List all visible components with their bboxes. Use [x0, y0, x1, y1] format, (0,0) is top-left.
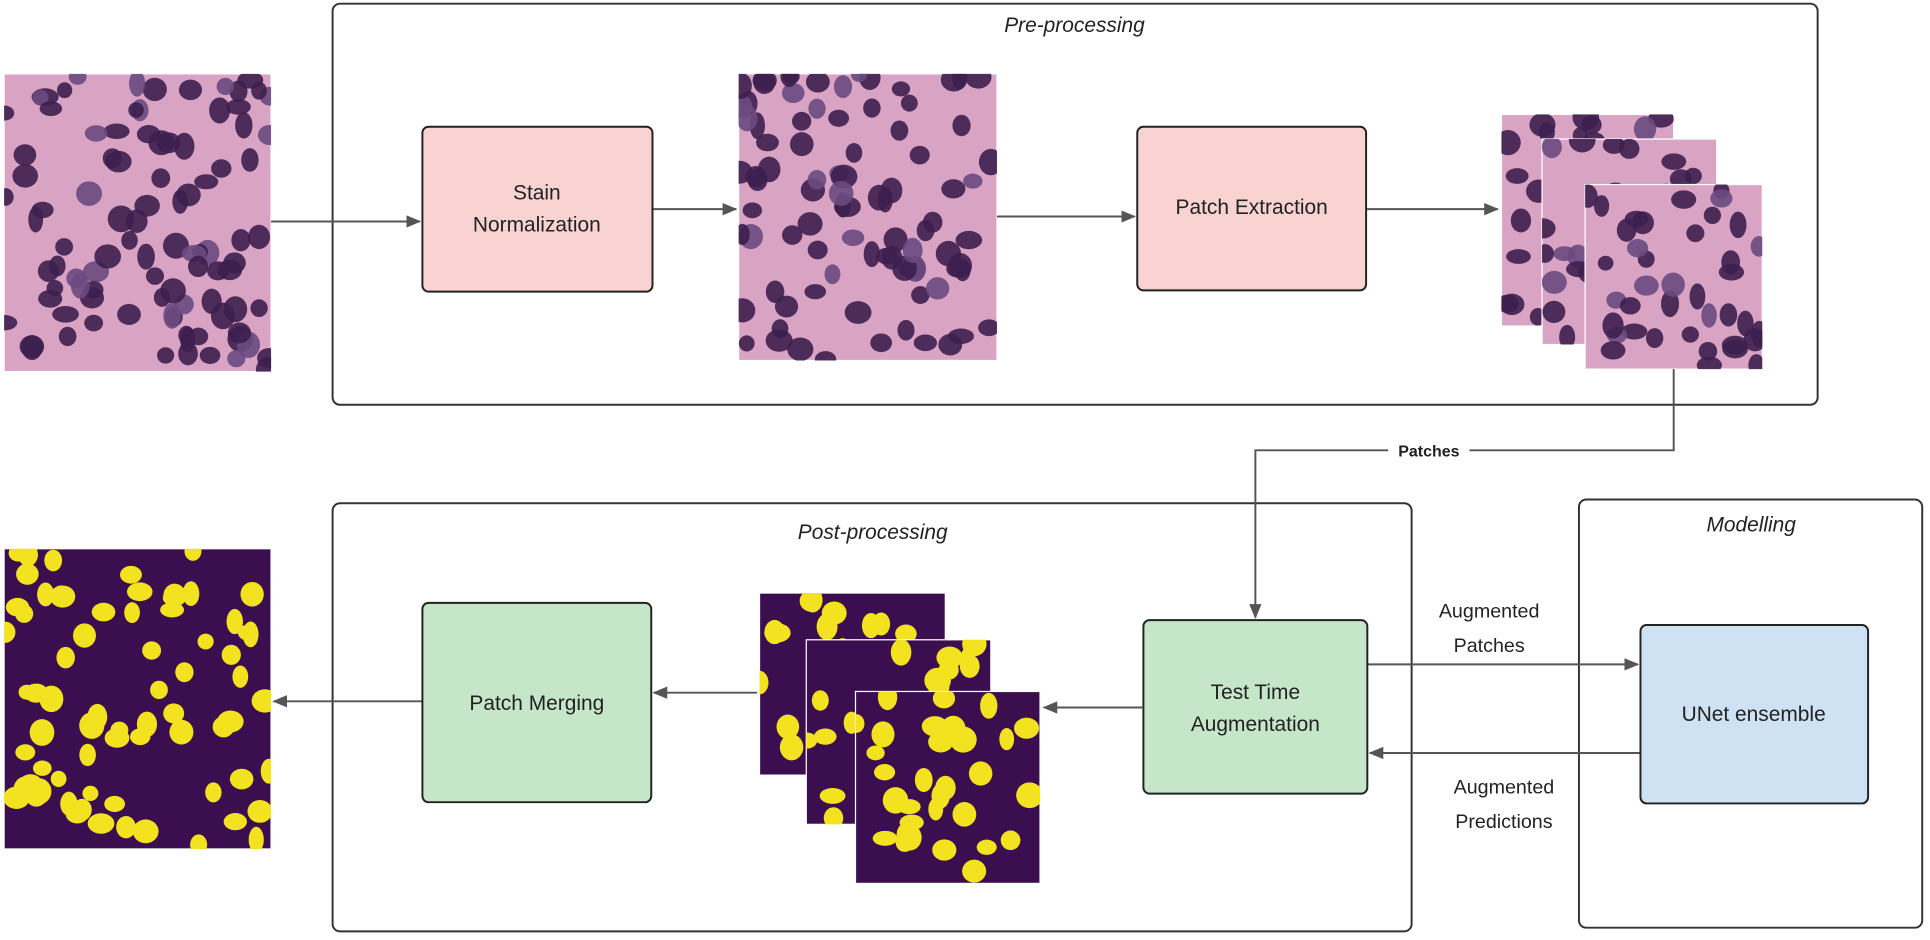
- normalized-tissue-image: [737, 73, 998, 362]
- unet-ensemble-node: UNet ensemble: [1639, 624, 1870, 805]
- preprocessing-group: [331, 2, 1819, 406]
- postprocessing-title: Post-processing: [798, 521, 948, 544]
- patch-merging-node: Patch Merging: [421, 601, 653, 804]
- patch-image-3: [1584, 183, 1763, 370]
- input-tissue-image: [3, 73, 272, 373]
- preprocessing-title: Pre-processing: [1004, 14, 1145, 37]
- patch-extraction-node: Patch Extraction: [1136, 125, 1368, 292]
- augmented-patches-label-2: Patches: [1454, 635, 1525, 657]
- stain-label-1: Stain: [513, 181, 561, 204]
- arrow-patches-to-tta: [1249, 369, 1675, 619]
- tta-label-2: Augmentation: [1191, 713, 1320, 736]
- stain-label-2: Normalization: [473, 213, 601, 236]
- tta-label-1: Test Time: [1211, 681, 1300, 704]
- augmented-predictions-label-1: Augmented: [1454, 777, 1555, 799]
- test-time-augmentation-node: Test Time Augmentation: [1142, 619, 1369, 795]
- patch-extraction-label: Patch Extraction: [1176, 196, 1328, 219]
- patches-edge-label: Patches: [1398, 443, 1459, 460]
- postprocessing-group: [331, 502, 1413, 933]
- augmented-predictions-label-2: Predictions: [1455, 811, 1552, 833]
- modelling-title: Modelling: [1706, 514, 1796, 537]
- patch-merging-label: Patch Merging: [469, 692, 604, 715]
- modelling-group: [1577, 498, 1924, 929]
- stain-normalization-node: Stain Normalization: [421, 125, 654, 293]
- augmented-patches-label-1: Augmented: [1439, 601, 1540, 623]
- unet-label: UNet ensemble: [1682, 703, 1826, 726]
- mask-patch-3: [854, 690, 1041, 885]
- output-mask-image: [3, 548, 272, 850]
